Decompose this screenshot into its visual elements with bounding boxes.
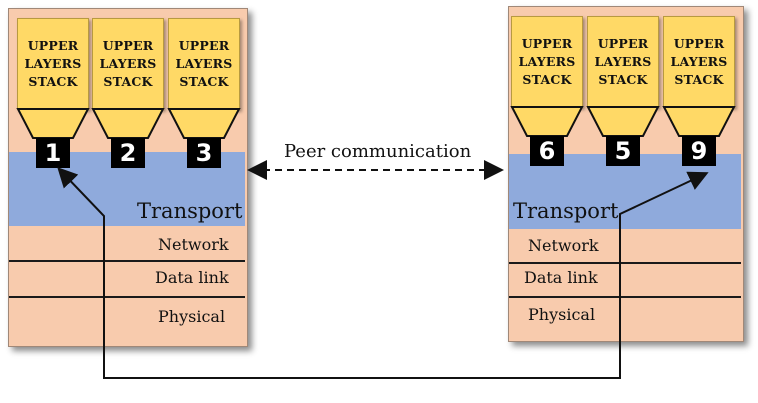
left-port-2: 2	[111, 138, 145, 168]
app-label-line: STACK	[103, 74, 153, 89]
app-label-line: STACK	[179, 74, 229, 89]
right-layer-divider	[509, 296, 741, 298]
right-transport-layer	[509, 154, 741, 229]
app-label-line: LAYERS	[99, 56, 157, 71]
left-datalink-label: Data link	[155, 268, 229, 287]
right-funnel-2	[586, 106, 660, 137]
peer-communication-label: Peer communication	[284, 141, 472, 162]
right-network-label: Network	[528, 236, 599, 255]
left-funnel-3	[167, 108, 241, 139]
app-label-line: STACK	[28, 74, 78, 89]
right-app-1: UPPER LAYERS STACK	[511, 16, 583, 108]
app-label-line: UPPER	[178, 38, 230, 53]
right-transport-label: Transport	[513, 199, 619, 223]
left-physical-label: Physical	[158, 307, 226, 326]
right-app-3: UPPER LAYERS STACK	[663, 16, 735, 108]
right-port-5: 5	[606, 136, 640, 166]
right-port-6: 6	[530, 136, 564, 166]
app-label-line: STACK	[674, 72, 724, 87]
app-label-line: LAYERS	[518, 54, 576, 69]
right-port-9: 9	[682, 136, 716, 166]
physical-path-arrow	[57, 167, 709, 379]
right-datalink-label: Data link	[524, 268, 598, 287]
left-app-3: UPPER LAYERS STACK	[168, 18, 240, 110]
app-label-line: LAYERS	[175, 56, 233, 71]
left-app-1: UPPER LAYERS STACK	[17, 18, 89, 110]
left-funnel-2	[91, 108, 165, 139]
left-port-3: 3	[187, 138, 221, 168]
left-port-1: 1	[36, 138, 70, 168]
app-label-line: UPPER	[597, 36, 649, 51]
app-label-line: STACK	[522, 72, 572, 87]
left-network-label: Network	[158, 235, 229, 254]
left-funnel-1	[16, 108, 90, 139]
app-label-line: LAYERS	[24, 56, 82, 71]
app-label-line: UPPER	[521, 36, 573, 51]
left-transport-label: Transport	[137, 199, 243, 223]
app-label-line: UPPER	[27, 38, 79, 53]
right-funnel-1	[510, 106, 584, 137]
app-label-line: UPPER	[102, 38, 154, 53]
app-label-line: LAYERS	[670, 54, 728, 69]
app-label-line: UPPER	[673, 36, 725, 51]
right-physical-label: Physical	[528, 305, 596, 324]
right-funnel-3	[662, 106, 736, 137]
app-label-line: LAYERS	[594, 54, 652, 69]
app-label-line: STACK	[598, 72, 648, 87]
left-layer-divider	[9, 296, 245, 298]
left-layer-divider	[9, 260, 245, 262]
right-layer-divider	[509, 262, 741, 264]
